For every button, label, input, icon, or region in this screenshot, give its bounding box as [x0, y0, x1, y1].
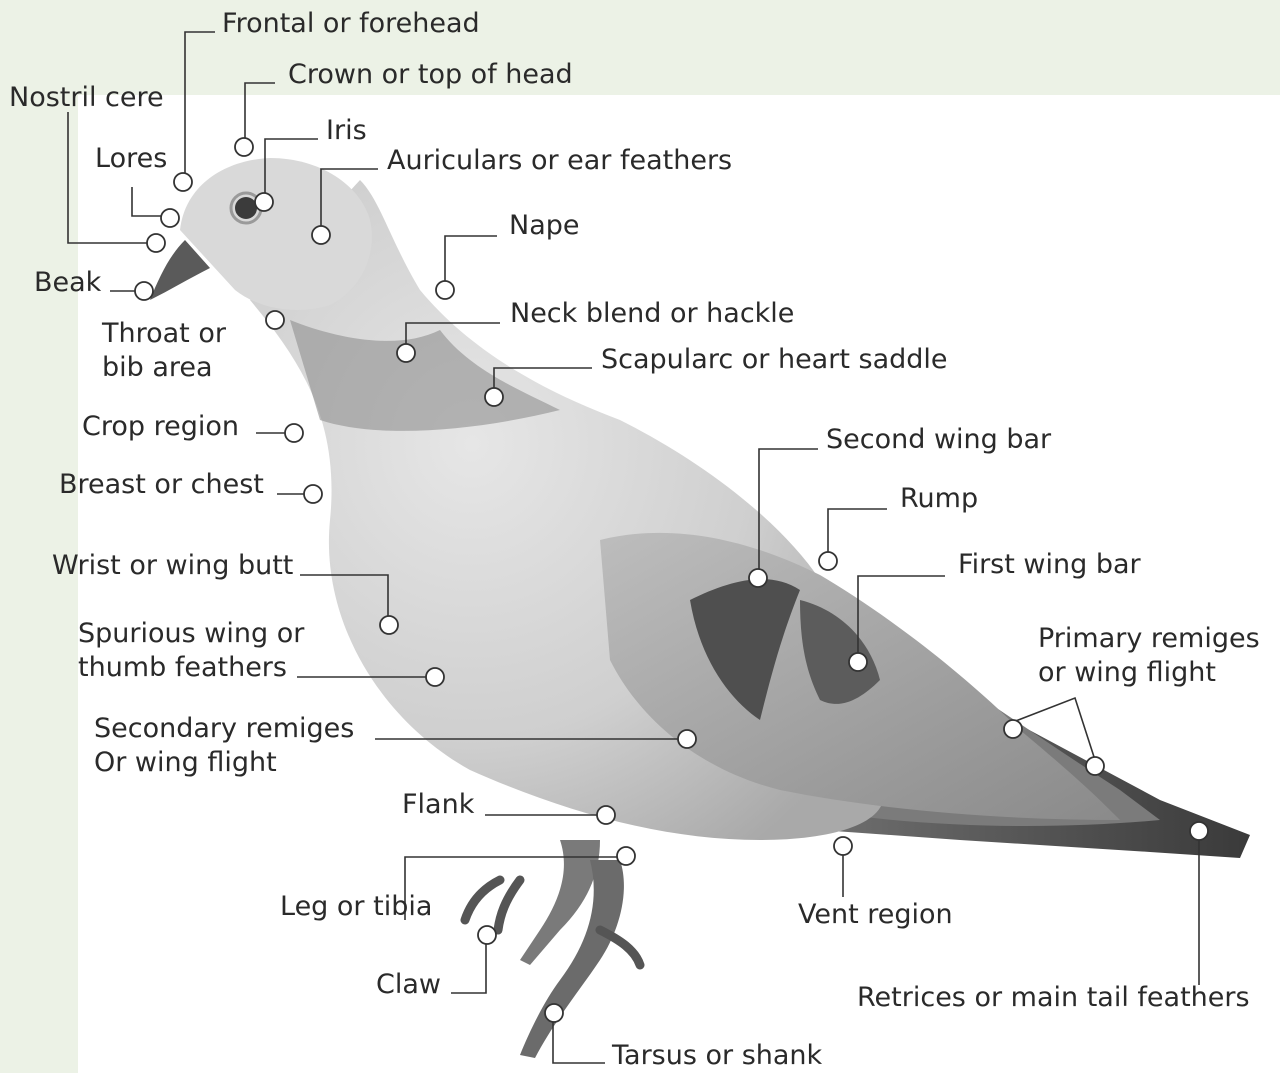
- label-iris: Iris: [326, 115, 367, 147]
- marker-auriculars: [312, 226, 330, 244]
- label-scapular: Scapularc or heart saddle: [601, 344, 948, 376]
- marker-beak: [135, 282, 153, 300]
- label-claw: Claw: [376, 969, 441, 1001]
- marker-vent: [834, 837, 852, 855]
- marker-primary-1: [1004, 720, 1022, 738]
- marker-nape: [436, 281, 454, 299]
- label-rump: Rump: [900, 483, 978, 515]
- label-crop: Crop region: [82, 411, 239, 443]
- marker-breast: [304, 485, 322, 503]
- label-flank: Flank: [402, 789, 474, 821]
- pigeon-eye: [235, 197, 257, 219]
- label-beak: Beak: [34, 267, 101, 299]
- label-spurious: Spurious wing or thumb feathers: [78, 617, 304, 685]
- marker-claw: [478, 926, 496, 944]
- label-breast: Breast or chest: [59, 469, 264, 501]
- marker-neck: [397, 344, 415, 362]
- label-frontal: Frontal or forehead: [222, 8, 480, 40]
- marker-first-wing-bar: [849, 653, 867, 671]
- marker-flank: [597, 806, 615, 824]
- label-nostril: Nostril cere: [9, 82, 164, 114]
- marker-scapular: [485, 388, 503, 406]
- pigeon-head: [180, 158, 372, 310]
- label-lores: Lores: [95, 143, 167, 175]
- label-wrist: Wrist or wing butt: [52, 550, 293, 582]
- marker-secondary: [678, 730, 696, 748]
- label-vent: Vent region: [798, 899, 953, 931]
- marker-throat: [266, 311, 284, 329]
- label-throat: Throat or bib area: [102, 317, 226, 385]
- label-auriculars: Auriculars or ear feathers: [387, 145, 732, 177]
- marker-wrist: [380, 616, 398, 634]
- marker-spurious: [426, 668, 444, 686]
- marker-crown: [235, 138, 253, 156]
- label-tarsus: Tarsus or shank: [612, 1040, 822, 1072]
- marker-frontal: [174, 173, 192, 191]
- marker-leg: [617, 847, 635, 865]
- label-leg: Leg or tibia: [280, 891, 432, 923]
- marker-tarsus: [545, 1004, 563, 1022]
- marker-crop: [285, 424, 303, 442]
- marker-nostril: [147, 234, 165, 252]
- label-nape: Nape: [509, 210, 580, 242]
- marker-iris: [255, 193, 273, 211]
- marker-primary-2: [1086, 757, 1104, 775]
- label-second-wing-bar: Second wing bar: [826, 424, 1051, 456]
- marker-rump: [819, 552, 837, 570]
- marker-second-wing-bar: [749, 569, 767, 587]
- label-first-wing-bar: First wing bar: [958, 549, 1141, 581]
- label-primary: Primary remiges or wing flight: [1038, 622, 1260, 690]
- label-secondary: Secondary remiges Or wing flight: [94, 712, 354, 780]
- label-crown: Crown or top of head: [288, 59, 573, 91]
- marker-retrices: [1190, 822, 1208, 840]
- label-neck: Neck blend or hackle: [510, 298, 794, 330]
- label-retrices: Retrices or main tail feathers: [857, 982, 1250, 1014]
- marker-lores: [161, 209, 179, 227]
